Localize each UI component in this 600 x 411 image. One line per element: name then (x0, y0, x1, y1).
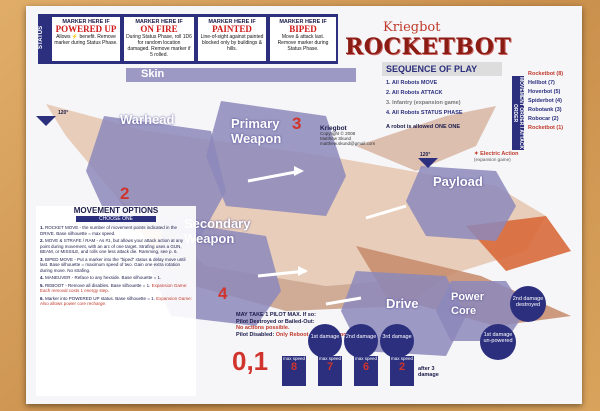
robot-record-card: STATUS MARKER HERE IF POWERED UP Allows … (26, 6, 582, 404)
arrow-payload (365, 204, 407, 220)
sequence-title: SEQUENCE OF PLAY (382, 62, 502, 76)
order-item: Hellbot (7) (528, 80, 555, 86)
silhouette-value: 0,1 (232, 346, 269, 376)
zone-number-drive: 4 (218, 284, 228, 303)
status-label: STATUS (38, 25, 44, 49)
skin-band (126, 68, 356, 82)
order-item: Robotank (3) (528, 107, 562, 113)
payload-arc-label: 120° (420, 152, 431, 158)
movement-option[interactable]: 5. REBOOT - Remove all disables. Base si… (40, 282, 188, 294)
movement-options-panel: MOVEMENT OPTIONS CHOOSE ONE 1. ROCKET MO… (36, 206, 196, 396)
movement-option[interactable]: 2. MOVE & STRAFE / RAM - As #1, but allo… (40, 238, 184, 254)
damage-1st[interactable]: 1st damage (308, 324, 342, 358)
payload-arc-marker (418, 158, 438, 168)
arrow-primary (247, 169, 302, 183)
sequence-step: 3. Infantry (expansion game) (386, 100, 461, 106)
order-item: Rocketbot (1) (528, 125, 564, 131)
movement-order-label: MOVEMENT ORDER / ATTACK ORDER (512, 76, 524, 150)
rocketbot-logo: Kriegbot ROCKETBOT (341, 20, 551, 64)
arrow-drive (325, 296, 362, 306)
sequence-step: 4. All Robots STATUS PHASE (386, 110, 463, 116)
movement-option[interactable]: 6. Marker into POWERED UP status. Base s… (40, 295, 192, 307)
movement-subtitle: CHOOSE ONE (76, 216, 156, 222)
electric-icon: ✦ (474, 151, 479, 157)
sequence-of-play: SEQUENCE OF PLAY 1. All Robots MOVE 2. A… (382, 62, 570, 172)
sequence-step: 1. All Robots MOVE (386, 80, 438, 86)
robot-name: ROCKETBOT (345, 34, 512, 60)
zone-payload[interactable]: Payload (433, 174, 483, 189)
after-3-damage: after 3 damage (418, 366, 439, 378)
zone-skin[interactable]: Skin (141, 68, 165, 80)
zone-number-secondary: 2 (120, 184, 130, 203)
warhead-arc-marker (36, 116, 56, 126)
movement-option[interactable]: 4. MANEUVER - Reface to any hexside. Bas… (40, 275, 162, 280)
zone-number-primary: 3 (292, 114, 302, 133)
brand-text: Kriegbot (383, 20, 441, 35)
order-item: Spiderbot (4) (528, 98, 562, 104)
order-item: Robocar (2) (528, 116, 559, 122)
credit-block: Kriegbot Copyright © 2008 Matthew Skund … (320, 125, 376, 146)
status-painted[interactable]: MARKER HERE IF PAINTED Line-of-sight aga… (198, 17, 266, 61)
zone-power-core[interactable]: Power Core (451, 291, 485, 317)
order-item: Hoverbot (5) (528, 89, 561, 95)
status-powered-up[interactable]: MARKER HERE IF POWERED UP Allows ⚡ benef… (52, 17, 120, 61)
damage-3rd[interactable]: 3rd damage (380, 324, 414, 358)
payload-zone (406, 166, 516, 241)
zone-secondary-weapon[interactable]: Secondary Weapon (184, 216, 251, 246)
warhead-arc-label: 120° (58, 110, 69, 116)
reboot-note: A robot is allowed ONE ONE (386, 124, 461, 130)
zone-primary-weapon[interactable]: Primary Weapon (231, 116, 282, 146)
zone-warhead[interactable]: Warhead (120, 112, 175, 127)
movement-title: MOVEMENT OPTIONS (73, 206, 159, 215)
movement-option[interactable]: 1. ROCKET MOVE - the number of movement … (40, 225, 178, 236)
status-biped[interactable]: MARKER HERE IF BIPED Move & attack last.… (270, 17, 336, 61)
movement-order-list: Rocketbot (8) Hellbot (7) Hoverbot (5) S… (528, 70, 563, 133)
zone-drive[interactable]: Drive (386, 296, 419, 311)
damage-2nd[interactable]: 2nd damage (344, 324, 378, 358)
sequence-step: 2. All Robots ATTACK (386, 90, 443, 96)
order-item: Rocketbot (8) (528, 71, 564, 77)
status-strip: STATUS MARKER HERE IF POWERED UP Allows … (38, 14, 338, 64)
status-on-fire[interactable]: MARKER HERE IF ON FIRE During Status Pha… (124, 17, 194, 61)
electric-action-legend: ✦ Electric Action (expansion game) (474, 151, 519, 162)
movement-option[interactable]: 3. BIPED MOVE - Put a marker into the "b… (40, 256, 186, 273)
primary-weapon-zone (206, 101, 346, 216)
tail-fin (356, 106, 496, 171)
